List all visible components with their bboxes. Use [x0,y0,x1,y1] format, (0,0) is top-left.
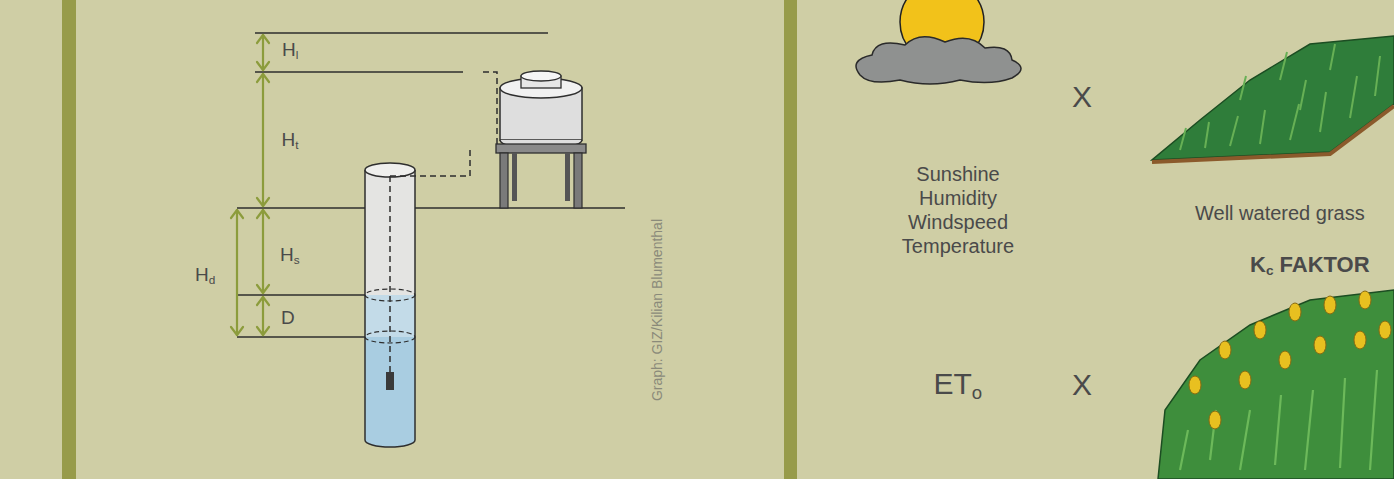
dimension-label: Hs [280,244,300,266]
level-line [255,71,463,73]
stand-platform [496,144,586,153]
level-line [237,294,365,296]
stand-leg [574,153,582,208]
crop-caption: Well watered grass [1195,202,1365,225]
ground-line [237,207,625,209]
dimension-line [262,74,264,206]
dimension-label: Hd [195,264,215,286]
subscript: o [972,382,982,403]
tank-lid-top [521,71,561,81]
soil-edge [1152,106,1394,162]
dimension-label: Hl [282,39,298,61]
subscript: s [294,253,300,266]
flower [1239,371,1251,389]
dimension-arrows [231,35,269,335]
side-band [62,0,76,479]
arrow-head [257,285,269,293]
flower [1219,341,1231,359]
subscript: c [1266,263,1274,278]
stand-leg [500,153,508,208]
divider-band [784,0,797,479]
grass-blades [1180,44,1380,150]
dimension-line [236,210,238,335]
cloud [856,37,1021,84]
level-line [237,336,365,338]
subscript: d [209,273,216,286]
riser-pipe [389,176,391,372]
arrow-head [257,327,269,335]
level-line [255,32,548,34]
factor-heading: Kc FAKTOR [1250,252,1370,279]
multiply-sign: X [1072,368,1092,403]
formula-term: ETo [934,367,983,403]
climate-factors: Sunshine Humidity Windspeed Temperature [892,162,1024,258]
hose-line [390,150,470,176]
dimension-line [262,210,264,293]
arrow-head [257,198,269,206]
arrow-head [257,62,269,70]
arrow-head [257,210,269,218]
arrow-head [231,210,243,218]
multiply-sign: X [1072,80,1092,115]
flower [1289,303,1301,321]
hose-line [483,72,497,148]
flower [1314,336,1326,354]
crop-field [1158,290,1394,479]
dimension-label: D [281,307,295,329]
arrow-head [257,74,269,82]
pipe-bottom-edge [365,440,415,447]
pipe-bottom [365,440,415,447]
dimension-line [262,297,264,335]
flower [1324,296,1336,314]
pipe-wall [364,170,366,440]
water-column [365,337,415,440]
arrow-head [257,297,269,305]
pipe-top [365,163,415,177]
grass-field [1152,36,1394,160]
stand-leg [512,153,517,201]
flower [1379,321,1391,339]
flower [1279,351,1291,369]
dimension-line [262,35,264,70]
arrow-head [231,327,243,335]
pump-symbol [386,372,394,390]
arrow-head [257,35,269,43]
subscript: l [296,48,299,61]
credit-note: Graph: GIZ/Kilian Blumenthal [649,219,665,401]
flower [1359,291,1371,309]
stand-leg [565,153,570,201]
pipe-wall [414,170,416,440]
crop-flowers [1189,291,1391,429]
crop-stems [1180,370,1377,470]
flower [1354,331,1366,349]
dimension-label: Ht [282,129,299,151]
flower [1254,321,1266,339]
flower [1189,376,1201,394]
flower [1209,411,1221,429]
subscript: t [295,138,298,151]
